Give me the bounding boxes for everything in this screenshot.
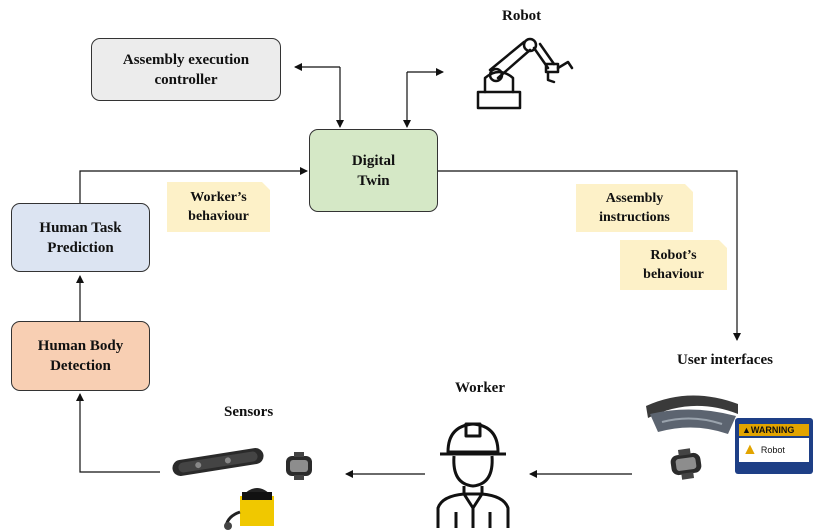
smartwatch-icon xyxy=(670,448,702,480)
digital-twin-node: Digital Twin xyxy=(309,129,438,212)
node-label-line1: Assembly execution xyxy=(122,51,250,68)
note-line2: behaviour xyxy=(188,209,249,224)
note-line1: Worker’s xyxy=(190,190,247,205)
warning-triangle-icon: ▲ xyxy=(742,441,758,458)
lidar-sensor-icon xyxy=(224,488,274,530)
robots-behaviour-note: Robot’s behaviour xyxy=(620,240,727,290)
note-line1: Robot’s xyxy=(650,248,697,263)
worker-label: Worker xyxy=(455,380,505,396)
worker-icon xyxy=(436,422,510,528)
note-line2: behaviour xyxy=(643,267,704,282)
robot-arm-icon xyxy=(476,37,574,110)
assembly-execution-controller-node: Assembly execution controller xyxy=(91,38,281,101)
sensors-label: Sensors xyxy=(224,404,274,420)
warning-header: ▲WARNING xyxy=(739,424,809,436)
assembly-instructions-note: Assembly instructions xyxy=(576,184,693,232)
node-label-line1: Digital xyxy=(351,152,396,169)
workers-behaviour-note: Worker’s behaviour xyxy=(167,182,270,232)
warning-screen-icon: ▲WARNING ▲ Robot xyxy=(735,418,813,474)
note-line1: Assembly xyxy=(605,191,664,206)
warning-header-text: WARNING xyxy=(750,425,795,435)
warning-body: ▲ Robot xyxy=(739,438,809,462)
node-label-line2: Prediction xyxy=(47,239,114,256)
human-task-prediction-node: Human Task Prediction xyxy=(11,203,150,272)
human-body-detection-node: Human Body Detection xyxy=(11,321,150,391)
node-label-line2: Twin xyxy=(357,172,390,189)
node-label-line1: Human Task xyxy=(39,219,122,236)
ar-headset-icon xyxy=(646,395,738,434)
node-label-line2: controller xyxy=(154,71,218,88)
robot-label: Robot xyxy=(502,8,542,24)
user-interfaces-label: User interfaces xyxy=(677,352,773,368)
warning-glyph-icon: ▲ xyxy=(742,425,751,435)
node-label-line1: Human Body xyxy=(37,338,124,354)
node-label-line2: Detection xyxy=(50,358,111,374)
depth-camera-icon xyxy=(172,448,264,476)
note-line2: instructions xyxy=(599,210,670,225)
warning-body-text: Robot xyxy=(760,445,785,455)
smartwatch-icon xyxy=(286,452,312,480)
